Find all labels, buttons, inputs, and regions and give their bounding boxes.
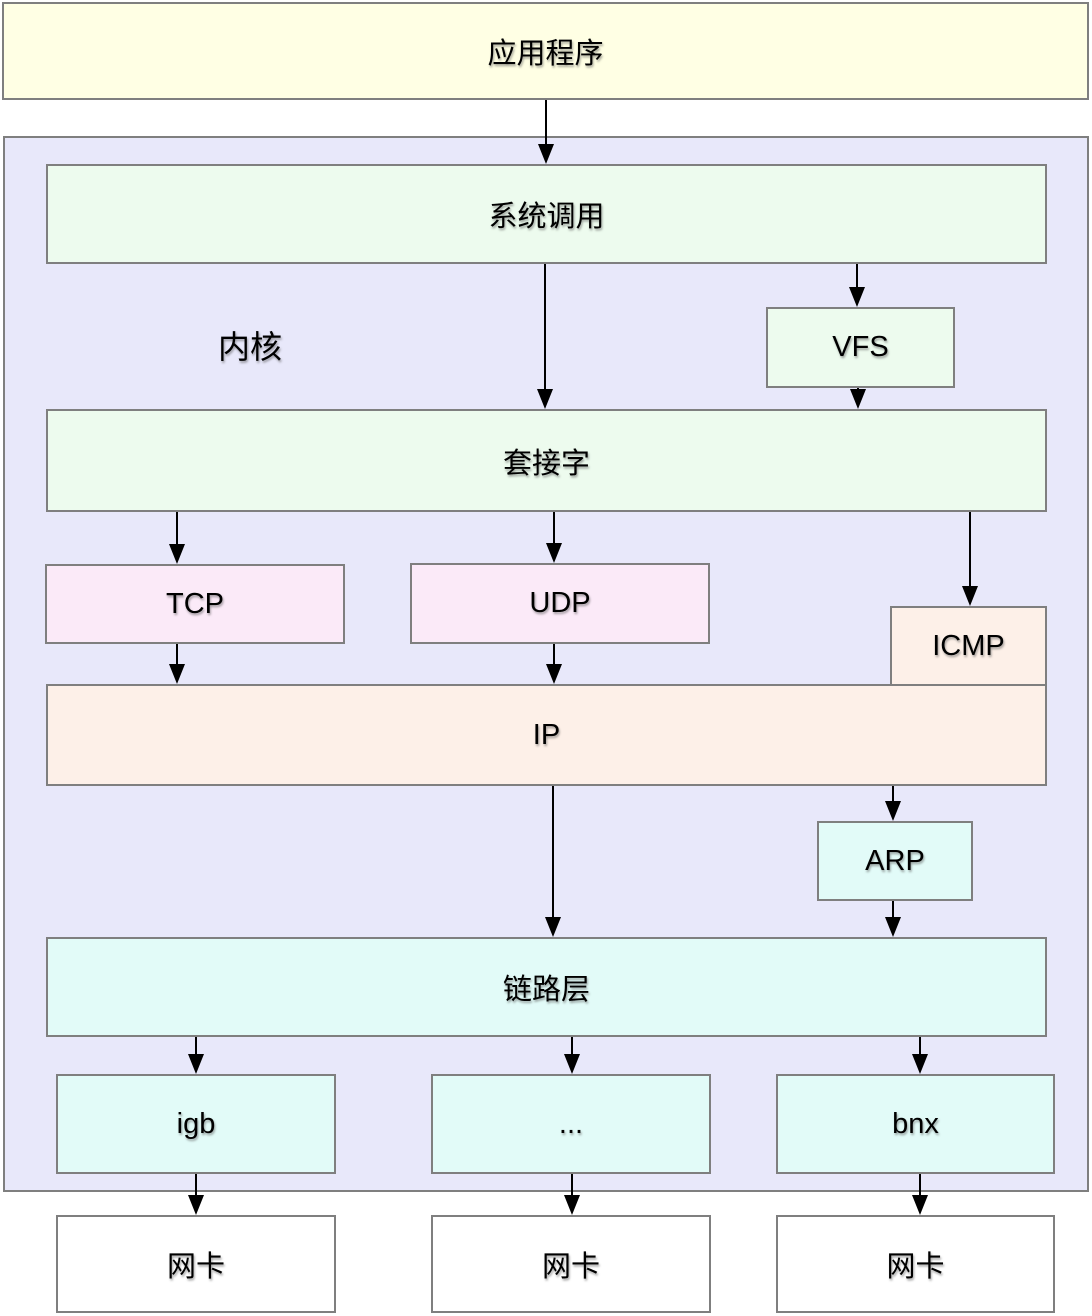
arrow-shaft	[919, 1174, 921, 1199]
node-tcp: TCP	[45, 564, 345, 644]
node-label-ip: IP	[532, 718, 561, 751]
arrow-head-icon	[538, 144, 554, 164]
arrow-head-icon	[546, 664, 562, 684]
arrow-socket-to-udp	[546, 512, 562, 563]
node-label-nic-1: 网卡	[166, 1251, 225, 1283]
arrow-head-icon	[546, 543, 562, 563]
arrow-shaft	[552, 786, 554, 921]
arrow-head-icon	[564, 1054, 580, 1074]
node-bnx: bnx	[776, 1074, 1055, 1174]
arrow-ip-to-arp	[885, 786, 901, 821]
arrow-head-icon	[912, 1195, 928, 1215]
arrow-head-icon	[564, 1195, 580, 1215]
arrow-shaft	[553, 644, 555, 668]
node-udp: UDP	[410, 563, 710, 644]
node-application: 应用程序	[2, 2, 1089, 100]
node-label-application: 应用程序	[487, 38, 604, 70]
arrow-shaft	[919, 1037, 921, 1058]
node-label-udp: UDP	[529, 587, 591, 619]
node-icmp: ICMP	[890, 606, 1047, 686]
arrow-head-icon	[912, 1054, 928, 1074]
arrow-tcp-to-ip	[169, 644, 185, 684]
arrow-shaft	[571, 1037, 573, 1058]
arrow-head-icon	[188, 1195, 204, 1215]
node-label-link-layer: 链路层	[502, 974, 590, 1006]
arrow-shaft	[176, 512, 178, 548]
arrow-head-icon	[885, 801, 901, 821]
node-syscall: 系统调用	[46, 164, 1047, 264]
node-label-bnx: bnx	[892, 1107, 939, 1140]
arrow-vfs-to-socket	[850, 388, 866, 409]
arrow-head-icon	[885, 917, 901, 937]
node-label-other-driver: ...	[558, 1107, 584, 1140]
arrow-socket-to-icmp	[962, 512, 978, 606]
arrow-head-icon	[169, 664, 185, 684]
arrow-shaft	[856, 264, 858, 291]
arrow-udp-to-ip	[546, 644, 562, 684]
arrow-arp-to-link-layer	[885, 901, 901, 937]
arrow-shaft	[553, 512, 555, 547]
arrow-bnx-to-nic	[912, 1174, 928, 1215]
arrow-head-icon	[850, 389, 866, 409]
node-label-igb: igb	[176, 1107, 216, 1140]
arrow-head-icon	[849, 287, 865, 307]
node-nic-1: 网卡	[56, 1215, 336, 1313]
arrow-igb-to-nic	[188, 1174, 204, 1215]
arrow-syscall-to-socket	[537, 264, 553, 409]
node-label-syscall: 系统调用	[488, 201, 605, 233]
arrow-shaft	[195, 1174, 197, 1199]
node-nic-2: 网卡	[431, 1215, 711, 1313]
arrow-shaft	[571, 1174, 573, 1199]
arrow-shaft	[892, 901, 894, 921]
node-label-nic-3: 网卡	[886, 1251, 945, 1283]
node-vfs: VFS	[766, 307, 955, 388]
node-link-layer: 链路层	[46, 937, 1047, 1037]
node-label-tcp: TCP	[166, 587, 224, 620]
node-label-socket: 套接字	[502, 447, 590, 480]
node-arp: ARP	[817, 821, 973, 901]
arrow-socket-to-tcp	[169, 512, 185, 564]
arrow-head-icon	[188, 1054, 204, 1074]
arrow-link-to-bnx	[912, 1037, 928, 1074]
arrow-head-icon	[169, 544, 185, 564]
arrow-shaft	[892, 786, 894, 805]
node-label-icmp: ICMP	[932, 629, 1005, 662]
node-igb: igb	[56, 1074, 336, 1174]
node-label-nic-2: 网卡	[541, 1251, 600, 1283]
node-label-vfs: VFS	[832, 331, 889, 363]
arrow-other-to-nic	[564, 1174, 580, 1215]
arrow-shaft	[544, 264, 546, 393]
arrow-app-to-syscall	[538, 100, 554, 164]
arrow-shaft	[545, 100, 547, 148]
arrow-head-icon	[545, 917, 561, 937]
node-ip: IP	[46, 684, 1047, 786]
arrow-shaft	[969, 512, 971, 590]
arrow-link-to-other	[564, 1037, 580, 1074]
arrow-ip-to-link-layer	[545, 786, 561, 937]
node-nic-3: 网卡	[776, 1215, 1055, 1313]
arrow-head-icon	[962, 586, 978, 606]
arrow-link-to-igb	[188, 1037, 204, 1074]
arrow-shaft	[195, 1037, 197, 1058]
kernel-label: 内核	[218, 329, 283, 365]
arrow-shaft	[176, 644, 178, 668]
arrow-head-icon	[537, 389, 553, 409]
node-socket: 套接字	[46, 409, 1047, 512]
arrow-syscall-to-vfs	[849, 264, 865, 307]
node-other-driver: ...	[431, 1074, 711, 1174]
node-label-arp: ARP	[865, 844, 925, 877]
